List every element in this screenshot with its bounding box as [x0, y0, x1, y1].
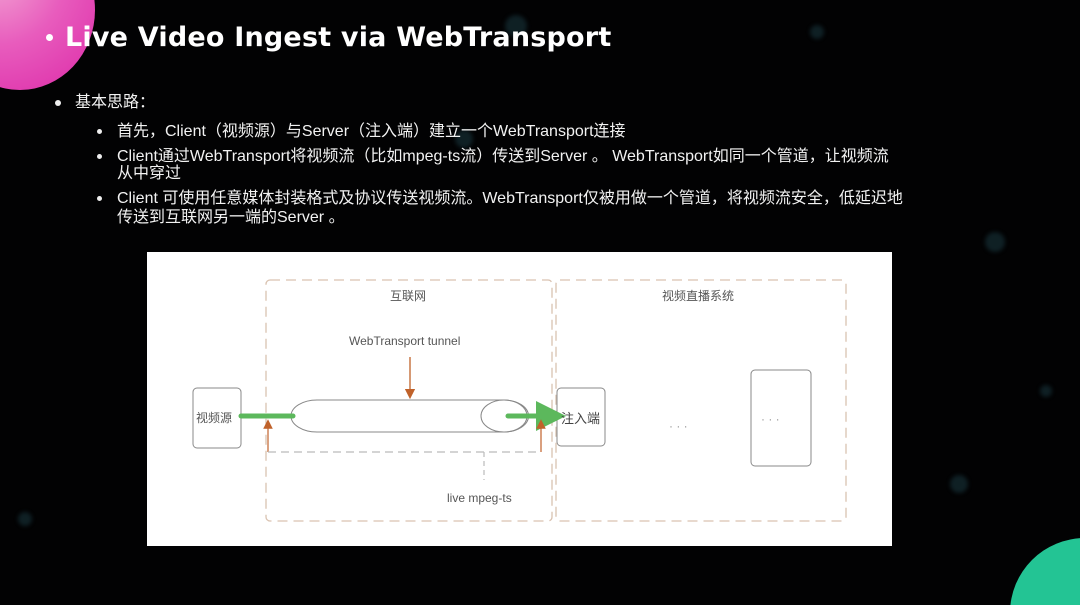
bokeh-dot	[455, 130, 473, 148]
stream-label: live mpeg-ts	[447, 491, 512, 505]
bokeh-dot	[985, 232, 1005, 252]
sub-bullet-list: 首先，Client（视频源）与Server（注入端）建立一个WebTranspo…	[97, 121, 997, 228]
sub-bullet-text: Client 可使用任意媒体封装格式及协议传送视频流。WebTransport仅…	[117, 190, 903, 207]
slide-title-text: Live Video Ingest via WebTransport	[65, 22, 612, 53]
tunnel-pipe	[290, 399, 529, 433]
bullet-list: 基本思路： 首先，Client（视频源）与Server（注入端）建立一个WebT…	[55, 92, 997, 232]
diagram-shapes	[192, 279, 847, 522]
architecture-diagram: 互联网 视频直播系统 WebTransport tunnel 视频源 注入端 ·…	[147, 252, 892, 546]
ingest-node-label: 注入端	[561, 411, 601, 426]
internet-region	[265, 279, 553, 522]
decorative-teal-circle	[1010, 538, 1080, 605]
bullet-dot-icon	[55, 100, 61, 106]
bokeh-dot	[18, 512, 32, 526]
live-system-region-label: 视频直播系统	[662, 289, 735, 303]
slide-title: Live Video Ingest via WebTransport	[46, 22, 611, 53]
sub-bullet-text-cont: 从中穿过	[117, 165, 182, 182]
bullet-dot-icon	[46, 34, 53, 41]
internet-region-label: 互联网	[390, 289, 427, 303]
sub-bullet-item: Client通过WebTransport将视频流（比如mpeg-ts流）传送到S…	[97, 146, 997, 184]
bokeh-dot	[810, 25, 824, 39]
source-node-label: 视频源	[196, 411, 233, 425]
sub-bullet-text: Client通过WebTransport将视频流（比如mpeg-ts流）传送到S…	[117, 148, 889, 165]
bokeh-dot	[950, 475, 968, 493]
bullet-heading-text: 基本思路：	[75, 94, 156, 111]
bullet-dot-icon	[97, 129, 102, 134]
bullet-dot-icon	[97, 196, 102, 201]
live-system-region	[555, 279, 847, 522]
bullet-dot-icon	[97, 154, 102, 159]
box-ellipsis: · · ·	[761, 412, 780, 426]
sub-bullet-item: 首先，Client（视频源）与Server（注入端）建立一个WebTranspo…	[97, 121, 997, 142]
sub-bullet-text-cont: 传送到互联网另一端的Server 。	[117, 209, 345, 226]
downstream-node	[750, 369, 812, 467]
sub-bullet-item: Client 可使用任意媒体封装格式及协议传送视频流。WebTransport仅…	[97, 188, 997, 228]
sub-bullet-text: 首先，Client（视频源）与Server（注入端）建立一个WebTranspo…	[117, 123, 626, 140]
bokeh-dot	[1040, 385, 1052, 397]
tunnel-label: WebTransport tunnel	[349, 334, 461, 348]
bullet-heading: 基本思路：	[55, 92, 997, 113]
inline-ellipsis: · · ·	[669, 419, 688, 433]
bokeh-dot	[505, 15, 527, 37]
